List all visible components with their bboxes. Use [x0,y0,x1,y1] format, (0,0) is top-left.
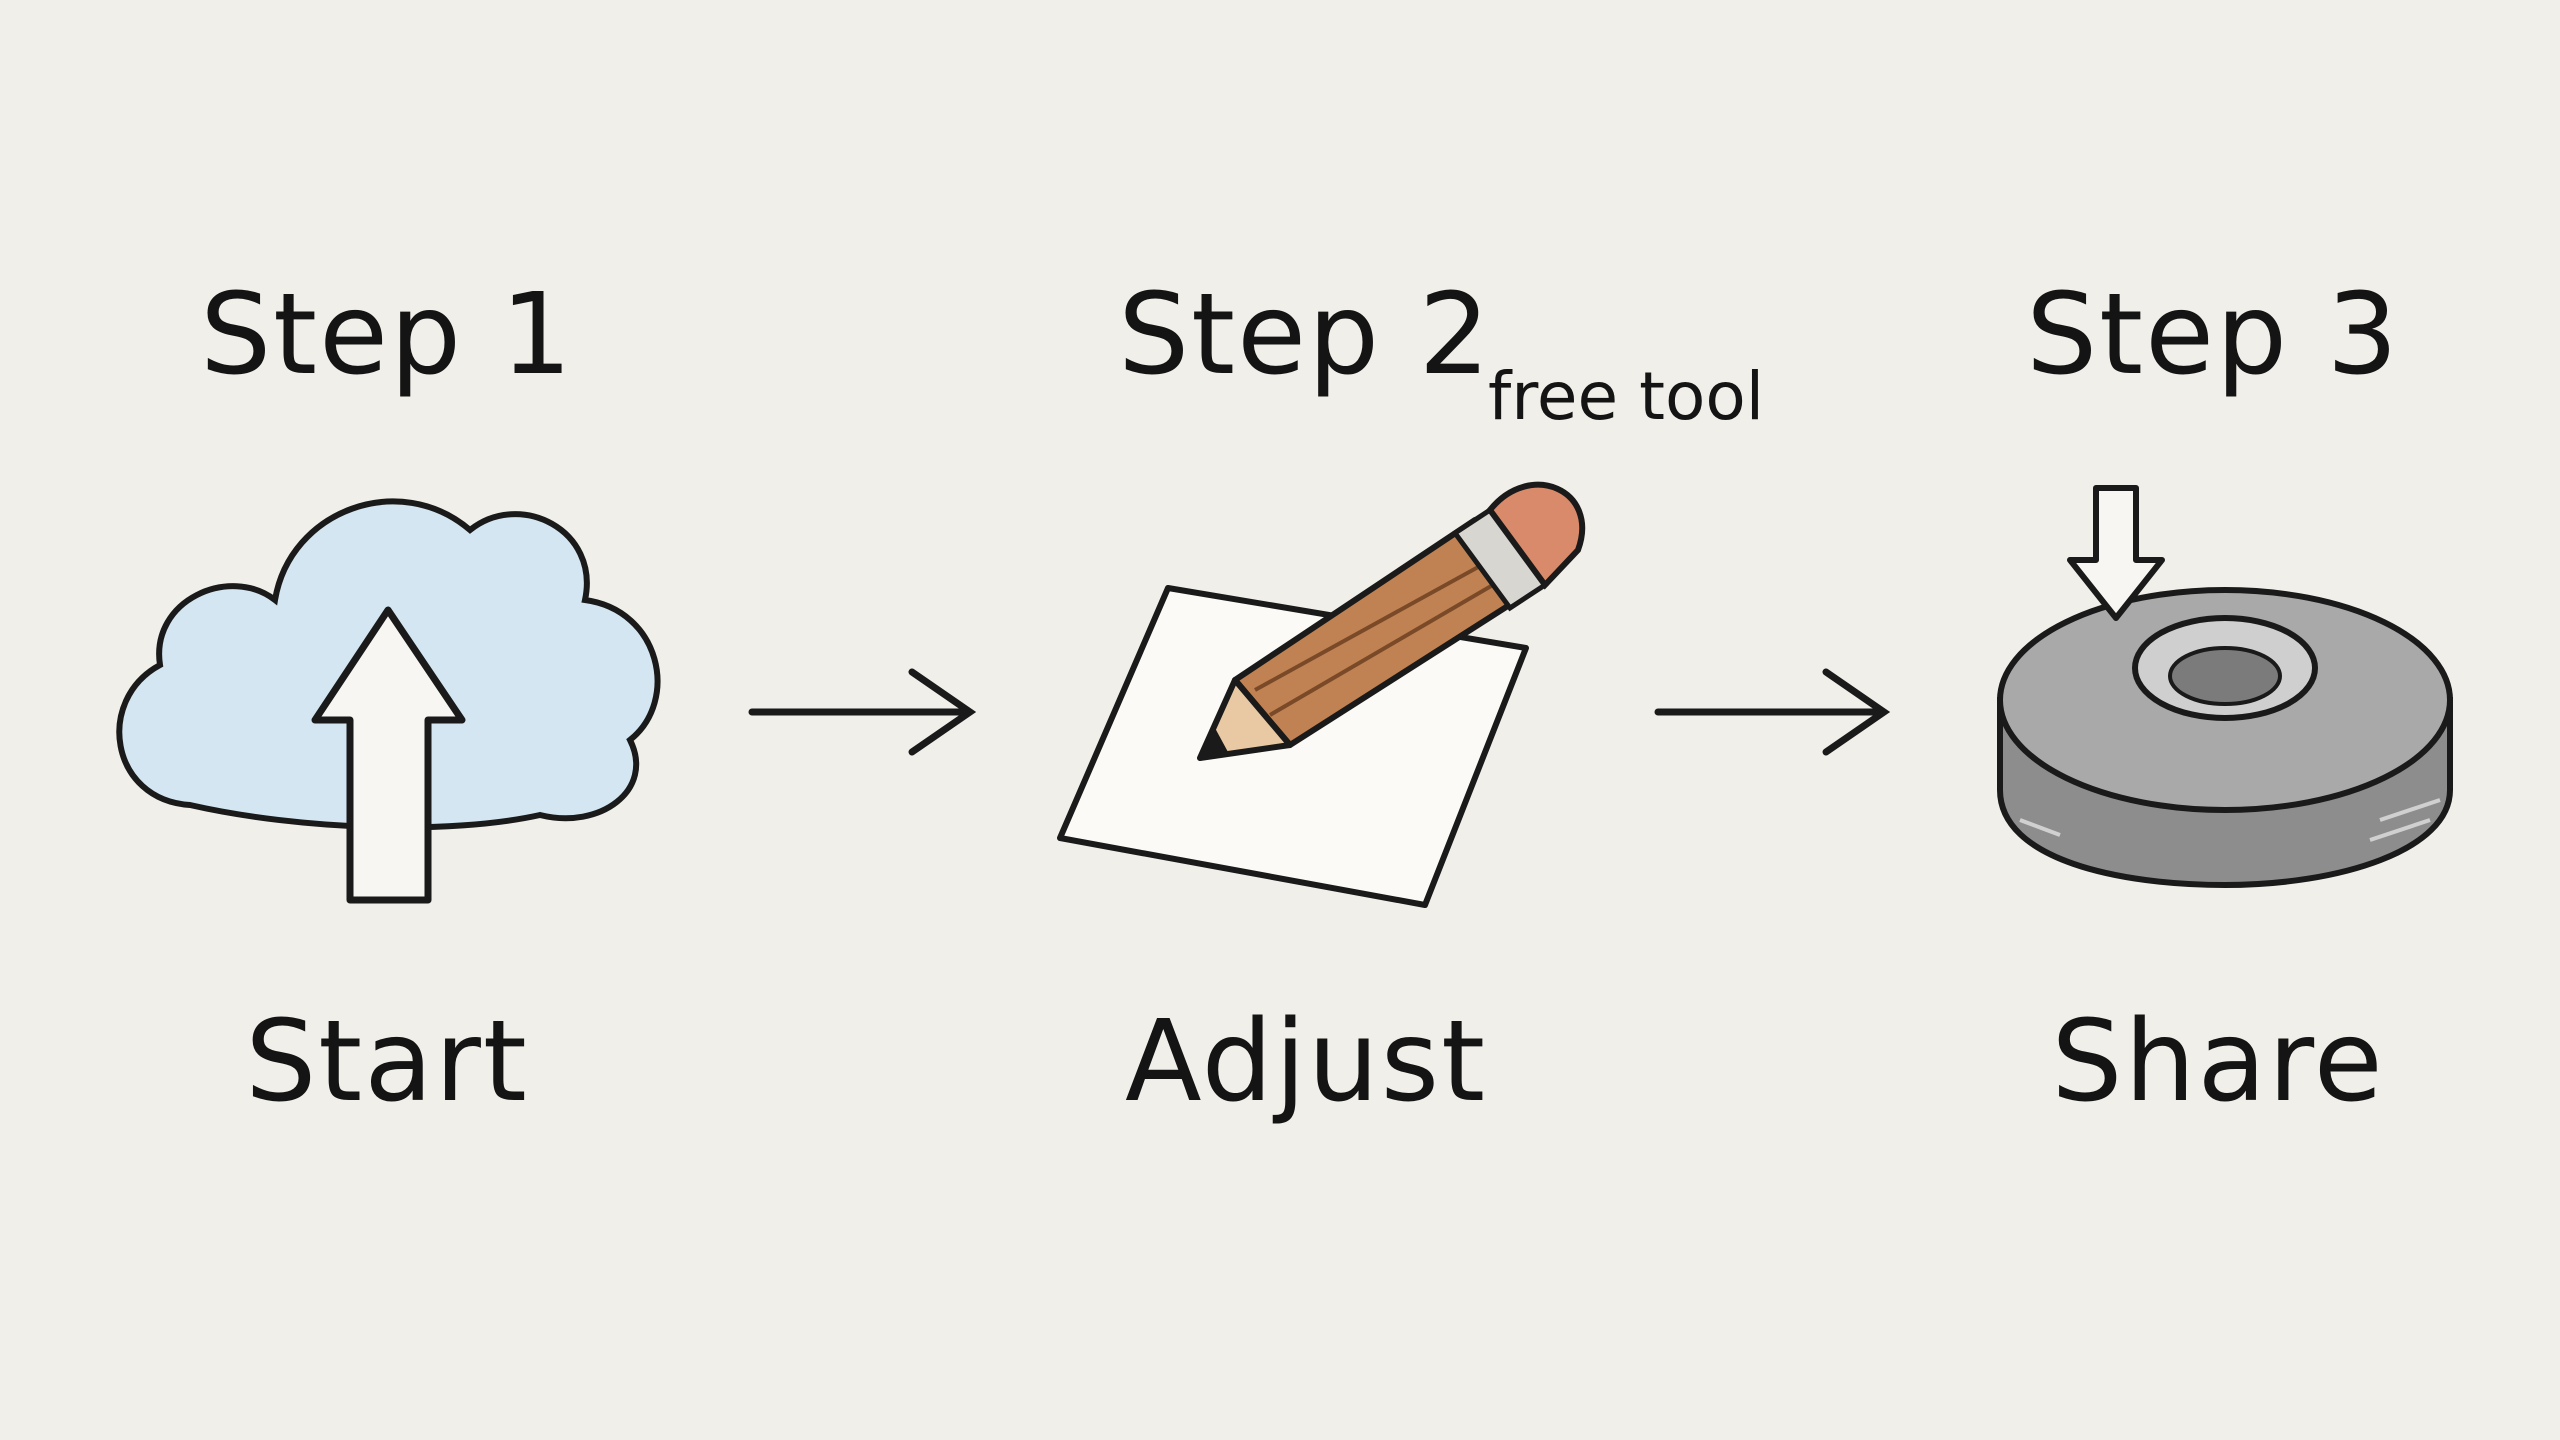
step-2-label: Adjust [1124,997,1488,1127]
cloud-upload-icon [116,498,661,904]
step-1-title: Step 1 [200,270,574,400]
flow-arrow-1 [748,668,977,756]
down-arrow [2067,485,2165,621]
step-3-title: Step 3 [2026,270,2400,400]
pencil [1197,481,1586,761]
disc-download-icon [1997,485,2453,889]
step-2-title: Step 2 [1118,270,1492,400]
step-2-note: free tool [1488,358,1765,435]
pencil-paper-icon [1057,481,1586,908]
step-3-label: Share [2051,997,2385,1127]
step-1-label: Start [245,997,529,1127]
up-arrow [311,606,466,904]
flow-arrow-2 [1654,668,1891,756]
